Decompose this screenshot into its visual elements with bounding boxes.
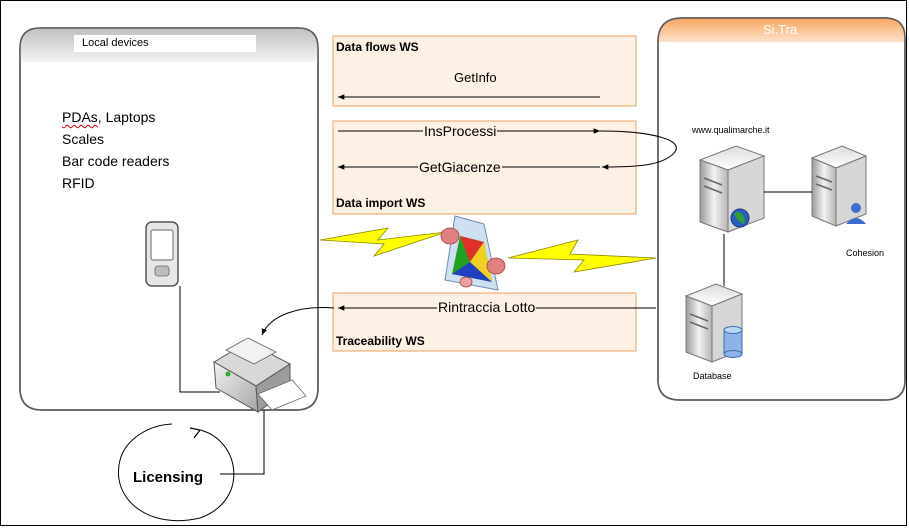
- sitra-title: Si.Tra: [763, 22, 798, 37]
- data-flows-ws-title: Data flows WS: [336, 40, 419, 54]
- database-server-icon: [684, 283, 744, 363]
- network-hub-icon: [440, 215, 506, 291]
- getgiacenze-label: GetGiacenze: [418, 159, 502, 175]
- pda-icon: [145, 221, 179, 287]
- device-item: Bar code readers: [62, 153, 170, 169]
- rintraccia-label: Rintraccia Lotto: [437, 299, 537, 315]
- web-server-icon: [698, 145, 766, 233]
- printer-licensing-connector: [220, 410, 265, 475]
- printer-icon: [213, 337, 307, 413]
- licensing-label: Licensing: [133, 469, 204, 486]
- device-list: PDAs, Laptops Scales Bar code readers RF…: [62, 106, 169, 194]
- lightning-left-icon: [319, 227, 447, 257]
- device-item: RFID: [62, 175, 95, 191]
- traceability-ws-title: Traceability WS: [336, 334, 425, 348]
- cohesion-server-icon: [810, 145, 868, 227]
- insprocessi-label: InsProcessi: [423, 123, 498, 139]
- device-item-first-word: PDAs: [62, 109, 98, 125]
- licensing-cycle: [118, 423, 235, 522]
- pda-printer-connector: [179, 286, 220, 393]
- device-item: Scales: [62, 131, 105, 147]
- local-devices-title: Local devices: [82, 37, 149, 49]
- device-item-first-rest: , Laptops: [97, 109, 156, 125]
- traceability-to-printer-arrow: [261, 306, 335, 336]
- lightning-right-icon: [507, 239, 657, 273]
- cohesion-label: Cohesion: [846, 248, 885, 258]
- local-devices-panel: [19, 27, 319, 411]
- getinfo-label: GetInfo: [454, 70, 497, 85]
- sitra-url: www.qualimarche.it: [692, 125, 770, 135]
- data-flows-ws-box: [332, 35, 637, 107]
- device-item: PDAs, Laptops: [62, 106, 169, 128]
- data-import-ws-title: Data import WS: [336, 196, 426, 210]
- import-loop-arrow: [599, 130, 677, 170]
- database-label: Database: [693, 371, 732, 381]
